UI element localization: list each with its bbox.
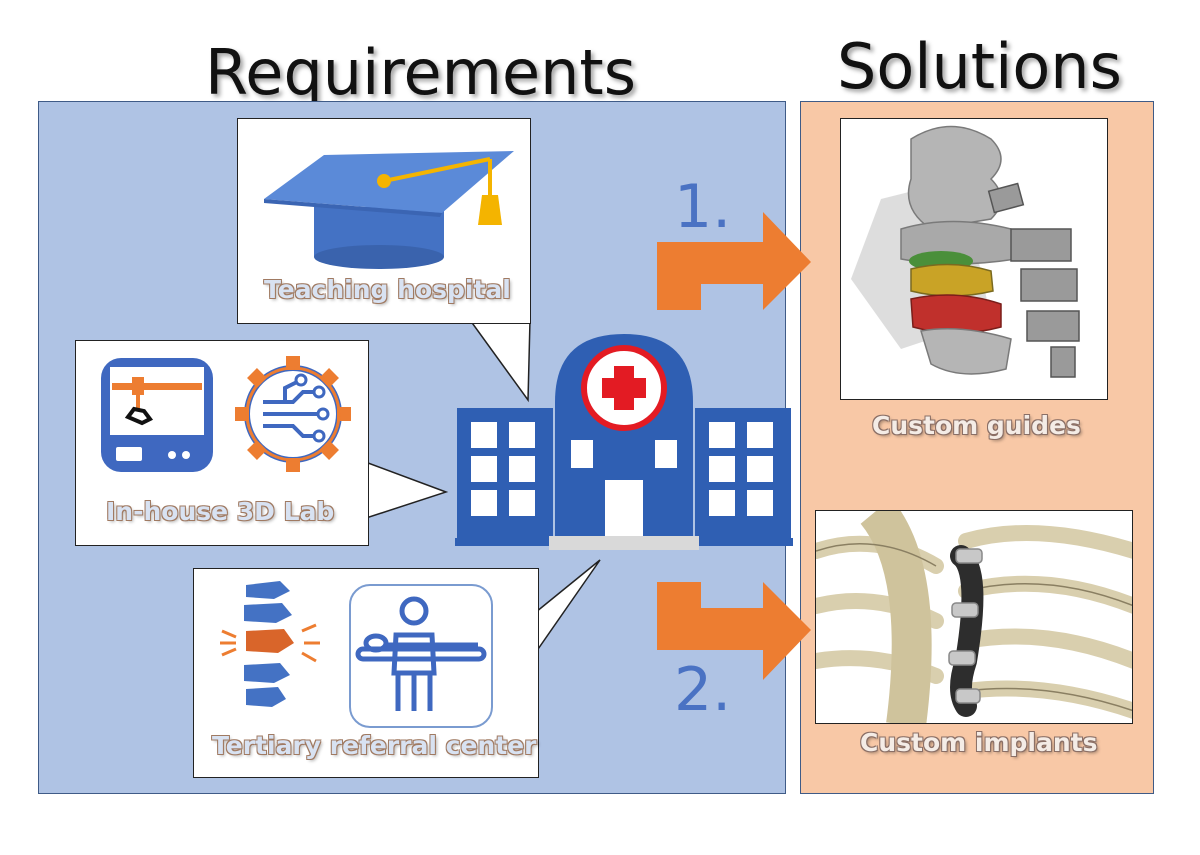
graduation-cap-icon [264, 151, 514, 269]
doctor-icon [349, 584, 493, 728]
teaching-hospital-bubble: Teaching hospital [237, 118, 531, 324]
referral-center-label: Tertiary referral center [212, 731, 537, 760]
custom-guides-image [840, 118, 1108, 400]
referral-center-bubble: Tertiary referral center [193, 568, 539, 778]
custom-implants-image [815, 510, 1133, 724]
3d-lab-bubble: In-house 3D Lab [75, 340, 369, 546]
custom-implants-label: Custom implants [860, 728, 1098, 757]
step-1-number: 1. [674, 172, 732, 242]
solutions-heading: Solutions [837, 30, 1122, 103]
arrow-1-icon [657, 212, 811, 310]
arrow-2-icon [657, 582, 811, 680]
3d-lab-label: In-house 3D Lab [106, 497, 335, 526]
step-2-number: 2. [674, 655, 732, 725]
hospital-icon [455, 334, 793, 550]
3d-printer-icon [101, 358, 213, 472]
teaching-hospital-label: Teaching hospital [264, 275, 511, 304]
vertebrae-guide-illustration [851, 125, 1080, 378]
spine-icon [220, 581, 320, 707]
requirements-heading: Requirements [205, 36, 637, 109]
gear-circuit-icon [235, 356, 351, 472]
custom-guides-label: Custom guides [872, 411, 1081, 440]
ribcage-implant-illustration [816, 511, 1132, 723]
